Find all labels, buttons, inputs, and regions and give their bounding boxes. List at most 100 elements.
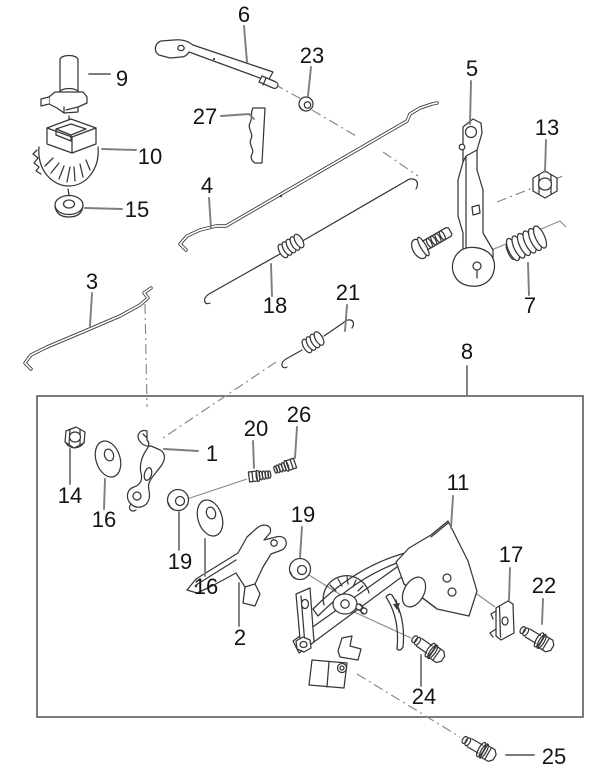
leader-line (508, 567, 511, 601)
axis-bracket5-nut13 (496, 175, 564, 203)
callout-label: 1 (206, 441, 218, 466)
axis-hub-bolt24 (351, 610, 412, 639)
part-22-bolt (516, 621, 558, 656)
callout-label: 15 (125, 197, 149, 222)
part-23-grommet (298, 96, 314, 112)
washer-hole (103, 448, 115, 462)
lever-slot (143, 467, 153, 481)
callout-8: 8 (461, 339, 473, 396)
bracket-top-hole (464, 125, 478, 139)
link-wire (281, 319, 355, 369)
leader-line (208, 197, 212, 229)
flap-stud-hole (339, 665, 345, 671)
spring-coil (277, 233, 305, 259)
hub-arc (322, 575, 370, 606)
leader-line (294, 426, 298, 459)
arm-body (186, 524, 287, 607)
part-1-governor-lever (126, 429, 165, 512)
part-27-bracket-strip (248, 107, 266, 164)
clip-tabs (489, 610, 497, 638)
callout-label: 16 (194, 574, 218, 599)
l-cutout (337, 635, 362, 661)
grommet-rim (167, 502, 174, 511)
part-20-screw (247, 468, 273, 484)
knob-cylinder (59, 54, 79, 93)
callout-label: 27 (193, 104, 217, 129)
part-16a-oval-washer (94, 440, 122, 478)
part-9-knob (40, 54, 88, 122)
slot-pin (395, 599, 400, 613)
callout-9: 9 (88, 66, 128, 91)
callout-15: 15 (84, 197, 149, 222)
leader-line (270, 263, 273, 297)
leader-line (299, 526, 303, 558)
callout-label: 26 (287, 402, 311, 427)
callout-5: 5 (466, 56, 478, 125)
callout-6: 6 (238, 2, 250, 63)
grommet-rim (289, 571, 296, 580)
axis-screw20-lever (186, 478, 248, 500)
lever-tip (258, 75, 279, 90)
axis-lever6-grommet23 (273, 83, 304, 101)
grommet-hole (296, 564, 308, 576)
assembly-axis-lines (144, 83, 567, 738)
pivot-hole (472, 261, 482, 271)
part-3-rod (23, 286, 153, 371)
part-24-bolt (407, 630, 449, 667)
callout-label: 19 (291, 502, 315, 527)
callout-16a: 16 (92, 478, 116, 532)
callout-label: 13 (535, 115, 559, 140)
dome-ribs (44, 157, 91, 183)
callout-22: 22 (532, 573, 556, 625)
lever-body (154, 39, 274, 82)
callout-3: 3 (86, 269, 98, 327)
part-7-spring (505, 225, 548, 262)
callout-24: 24 (412, 654, 436, 709)
part-21-spring-link (281, 319, 355, 369)
leader-line (252, 440, 255, 469)
hub-pin (355, 603, 368, 615)
lever-curl (128, 503, 137, 512)
part-13-nut (532, 170, 558, 199)
callout-label: 23 (300, 43, 324, 68)
callout-label: 5 (466, 56, 478, 81)
leader-line (220, 113, 255, 120)
callout-20: 20 (244, 416, 268, 469)
callout-label: 11 (447, 470, 470, 495)
leader-line (541, 598, 544, 625)
strip-body (248, 107, 266, 164)
flap-fold (326, 660, 330, 688)
grommet-hole (303, 101, 312, 109)
callout-label: 8 (461, 339, 473, 364)
axis-spring21-lever1 (162, 361, 277, 439)
clip-hole (501, 616, 509, 626)
lever-dot (212, 57, 216, 61)
hook-notch (142, 433, 148, 439)
callout-18: 18 (263, 263, 287, 318)
arm-dot (194, 584, 198, 588)
callout-26: 26 (287, 402, 311, 459)
base-teeth (32, 149, 42, 175)
washer-rim (54, 205, 84, 218)
spring-coil (301, 331, 325, 354)
leader-line (89, 292, 93, 327)
part-25-bolt (458, 731, 500, 765)
callout-label: 22 (532, 573, 556, 598)
leader-line (527, 262, 530, 296)
grommet-rim (298, 105, 304, 111)
callout-label: 18 (263, 293, 287, 318)
part-10-control-base (32, 118, 99, 196)
leader-line (450, 495, 454, 529)
grommet-hole (174, 495, 186, 507)
base-opening (55, 123, 87, 142)
hub-hole (340, 599, 350, 609)
lever-hole (132, 491, 142, 501)
callout-label: 7 (524, 293, 536, 318)
callout-7: 7 (524, 262, 536, 318)
alignment-tick (67, 188, 70, 196)
callout-label: 20 (244, 416, 268, 441)
callout-21: 21 (336, 280, 360, 332)
nut-flange (65, 441, 85, 449)
clamp-wing (40, 96, 50, 107)
callout-16b: 16 (194, 538, 218, 599)
